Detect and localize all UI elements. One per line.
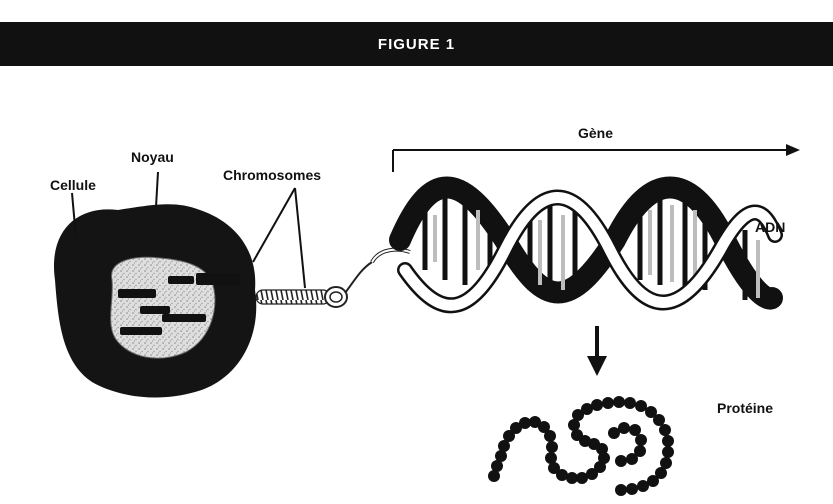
label-cellule: Cellule xyxy=(50,177,96,193)
down-arrow xyxy=(587,326,607,376)
protein-chain xyxy=(488,396,674,496)
cell xyxy=(54,204,410,397)
label-adn: ADN xyxy=(755,219,785,235)
label-gene: Gène xyxy=(578,125,613,141)
label-proteine: Protéine xyxy=(717,400,773,416)
gene-arrow xyxy=(393,144,800,172)
label-noyau: Noyau xyxy=(131,149,174,165)
chromosome-coil xyxy=(256,250,410,307)
label-chromosomes: Chromosomes xyxy=(223,167,321,183)
dna-helix xyxy=(400,188,775,306)
